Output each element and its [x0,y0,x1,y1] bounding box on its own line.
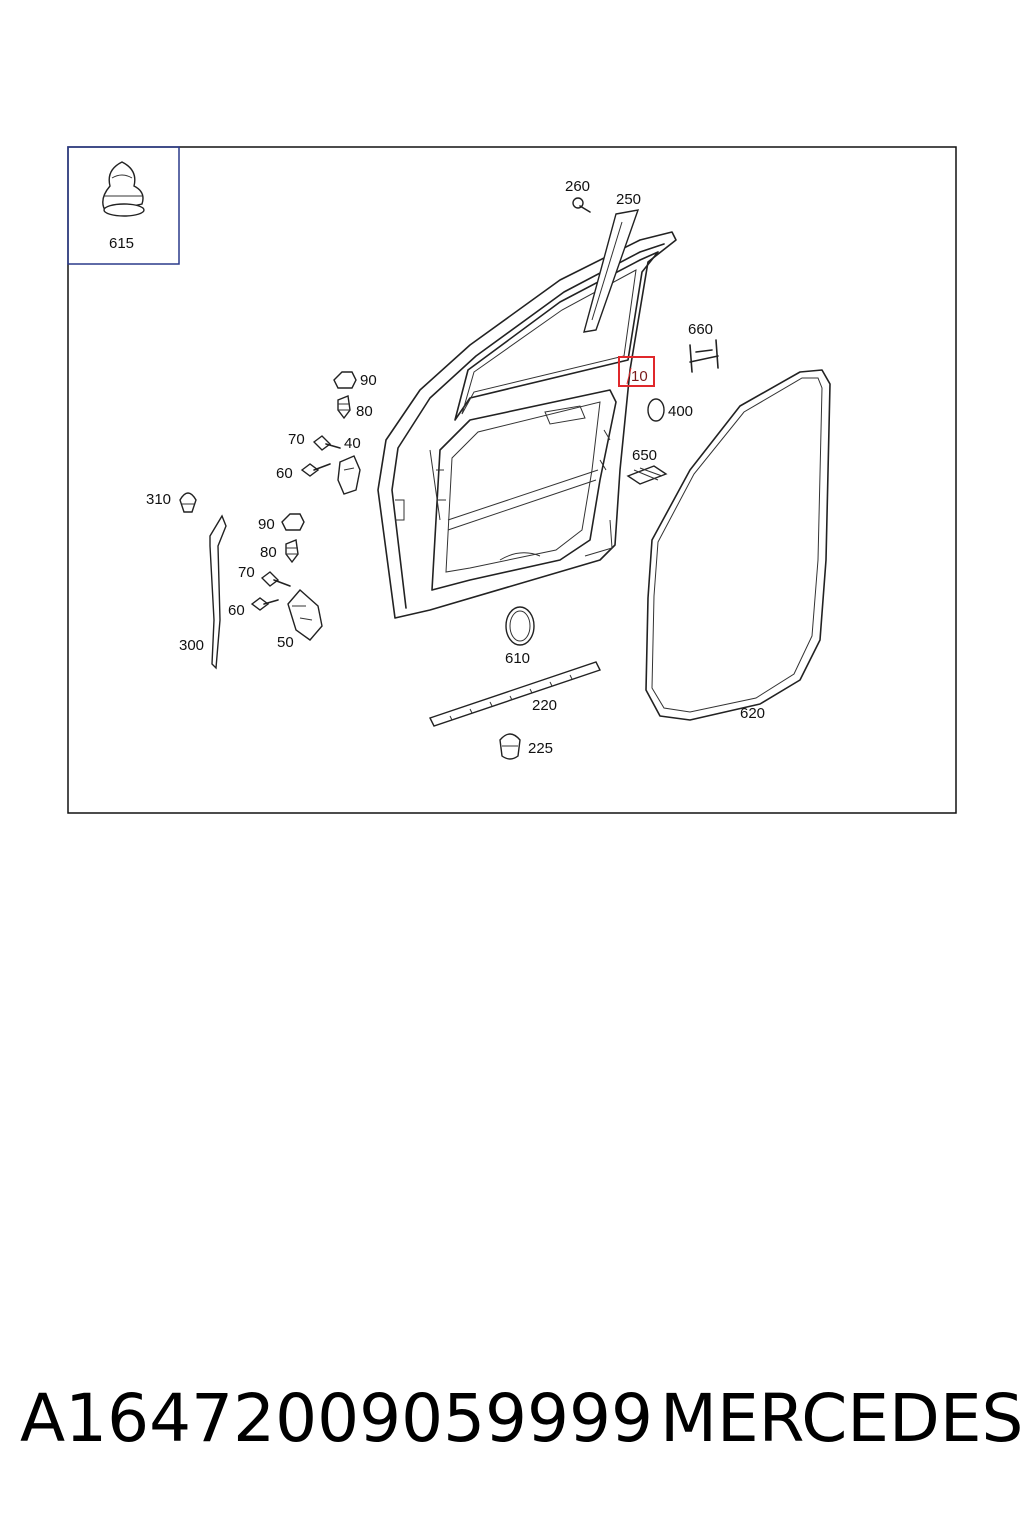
callout-220: 220 [532,697,557,714]
callout-60-upper: 60 [276,465,293,482]
callout-615: 615 [109,235,134,252]
callout-70-upper: 70 [288,431,305,448]
highlight-leader-10 [626,367,632,385]
part-620-seal [645,369,831,721]
callout-80-upper: 80 [356,403,373,420]
lower-hinge-group [250,513,323,641]
callout-300: 300 [179,637,204,654]
callout-10-highlighted: 10 [631,368,648,385]
part-300-strip [209,514,227,670]
callout-260: 260 [565,178,590,195]
part-225-clip [499,733,521,760]
callout-400: 400 [668,403,693,420]
callout-70-lower: 70 [238,564,255,581]
part-400-plug [647,398,665,422]
part-220-sill-strip [429,661,601,727]
inset-box [67,146,180,265]
callout-620: 620 [740,705,765,722]
callout-90-upper: 90 [360,372,377,389]
callout-650: 650 [632,447,657,464]
part-number: A16472009059999 [20,1380,654,1457]
part-260-screw [572,197,591,213]
footer: A16472009059999 MERCEDES [0,1380,1024,1470]
callout-225: 225 [528,740,553,757]
callout-610: 610 [505,650,530,667]
callout-660: 660 [688,321,713,338]
callout-60-lower: 60 [228,602,245,619]
brand-name: MERCEDES [660,1380,1024,1457]
part-310-clip [179,492,197,513]
diagram-frame [67,146,957,814]
part-615-grommet [102,161,145,217]
callout-40: 40 [344,435,361,452]
part-650-clip [626,465,668,485]
part-250-channel [583,209,640,333]
parts-diagram: 615 260 250 660 10 90 80 400 70 40 60 65… [67,146,957,814]
callout-80-lower: 80 [260,544,277,561]
upper-hinge-group [300,371,361,495]
callout-90-lower: 90 [258,516,275,533]
callout-310: 310 [146,491,171,508]
callout-250: 250 [616,191,641,208]
highlight-box-10 [618,356,655,387]
part-660-bracket [689,339,719,373]
part-610-ring [505,606,535,646]
callout-50: 50 [277,634,294,651]
door-shell [377,231,677,619]
